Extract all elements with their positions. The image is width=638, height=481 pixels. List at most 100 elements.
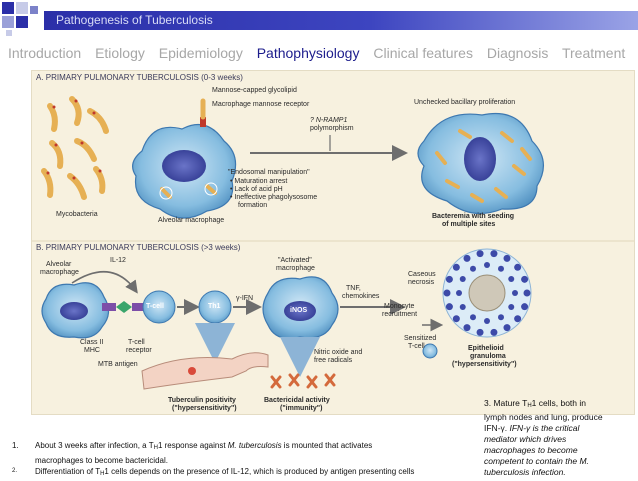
granuloma-cell	[470, 314, 476, 321]
tab-introduction[interactable]: Introduction	[8, 45, 82, 61]
granuloma-cell	[476, 328, 484, 336]
side-note-line1-post: 1 cells, both in	[531, 398, 586, 408]
title-bar: Pathogenesis of Tuberculosis	[44, 11, 638, 30]
granuloma-cell	[514, 315, 522, 323]
note-1-sub: H	[153, 445, 158, 451]
granuloma-cell	[508, 276, 515, 282]
side-note-line7: tuberculosis infection.	[484, 467, 566, 477]
chemokines-label: chemokines	[342, 293, 380, 300]
epithelioid-granuloma	[442, 248, 532, 338]
section-a-title: A. PRIMARY PULMONARY TUBERCULOSIS (0-3 w…	[36, 73, 243, 82]
nramp1-label: ? N-RAMP1	[310, 117, 348, 124]
note-2-sub: H	[100, 471, 105, 477]
bullet-3: • Ineffective phagolysosome	[230, 194, 318, 201]
inos-label: iNOS	[290, 307, 308, 314]
section-nav: Introduction Etiology Epidemiology Patho…	[8, 45, 635, 61]
note-2: 2.Differentiation of TH1 cells depends o…	[12, 466, 482, 481]
note-1-cont-text: macrophages to become bactericidal.	[35, 455, 168, 465]
note-1-text: About 3 weeks after infection, a T	[35, 441, 154, 450]
tab-etiology[interactable]: Etiology	[95, 45, 145, 61]
corner-decoration	[0, 0, 44, 36]
granuloma-cell	[445, 275, 453, 283]
granuloma-cells	[443, 250, 531, 336]
sensitized-label: Sensitized	[404, 335, 437, 342]
granuloma-cell	[503, 324, 511, 332]
caseous-label: Caseous	[408, 271, 436, 278]
receptor-b-label: receptor	[126, 347, 152, 354]
necrosis-label: necrosis	[408, 279, 435, 286]
monocyte-label: Monocyte	[384, 303, 415, 310]
granuloma-cell	[445, 303, 453, 311]
granuloma-cell	[463, 324, 471, 332]
footnotes: 1.About 3 weeks after infection, a TH1 r…	[12, 440, 482, 481]
granuloma-cell	[512, 290, 518, 296]
section-b-title: B. PRIMARY PULMONARY TUBERCULOSIS (>3 we…	[36, 243, 241, 252]
note-1: 1.About 3 weeks after infection, a TH1 r…	[12, 440, 482, 455]
granuloma-cell	[443, 289, 451, 297]
epithelioid-label: Epithelioid	[468, 345, 504, 352]
granuloma-cell	[459, 304, 466, 310]
hypersensitivity-label: ("hypersensitivity")	[452, 361, 517, 368]
tuberculin-label: Tuberculin positivity	[168, 397, 236, 404]
il12-label: IL-12	[110, 257, 126, 264]
mycobacteria-group	[41, 96, 109, 200]
bullet-1: • Maturation arrest	[230, 178, 288, 185]
immunity-label: ("immunity")	[280, 405, 323, 412]
radicals-label: free radicals	[314, 357, 353, 364]
granuloma-cell	[508, 304, 515, 310]
tab-pathophysiology[interactable]: Pathophysiology	[256, 45, 360, 61]
recruitment-label: recruitment	[382, 311, 418, 318]
pathogenesis-figure: A. PRIMARY PULMONARY TUBERCULOSIS (0-3 w…	[31, 70, 635, 415]
t-cell	[142, 290, 176, 324]
granuloma-cell	[521, 303, 529, 311]
macrophage-b-label: macrophage	[40, 269, 79, 276]
granuloma-cell	[476, 250, 484, 258]
mycobacteria-label: Mycobacteria	[56, 211, 98, 218]
th1-label: Th1	[208, 303, 221, 310]
granuloma-cell	[470, 265, 476, 272]
granuloma-cell	[463, 254, 471, 262]
side-note-line5: macrophages to become	[484, 445, 578, 455]
side-note-line4: mediator which drives	[484, 434, 567, 444]
bacteremia-label-2: of multiple sites	[442, 221, 496, 228]
granuloma-cell	[521, 275, 529, 283]
tnf-label: TNF,	[346, 285, 361, 292]
alveolar-macrophage-a	[132, 98, 237, 219]
sensitized-tcell-label: T-cell	[408, 343, 425, 350]
side-note-line2: lymph nodes and lung, produce	[484, 412, 603, 422]
infected-macrophage	[417, 112, 544, 215]
granuloma-cell	[514, 263, 522, 271]
granuloma-cell	[498, 314, 504, 321]
note-1-number: 1.	[12, 441, 19, 450]
note-1-post: is mounted that activates	[281, 441, 373, 450]
side-note-sub: H	[527, 403, 532, 409]
granuloma-cell	[459, 276, 466, 282]
granuloma-cell	[456, 290, 462, 296]
note-1-italic: M. tuberculosis	[227, 441, 282, 450]
ifn-label: γ-IFN	[236, 295, 254, 302]
side-note-line3-italic: IFN-γ is the critical	[509, 423, 580, 433]
granuloma-cell	[484, 262, 490, 268]
slide-title: Pathogenesis of Tuberculosis	[56, 13, 213, 27]
class2-label: Class II	[80, 339, 104, 346]
side-note: 3. Mature TH1 cells, both in lymph nodes…	[484, 398, 634, 478]
nitric-label: Nitric oxide and	[314, 349, 363, 356]
bullet-2: • Lack of acid pH	[230, 186, 283, 193]
note-1-continued: macrophages to become bactericidal.	[12, 455, 482, 467]
granuloma-cell	[490, 328, 498, 336]
alveolar-macrophage-b	[41, 282, 110, 339]
tab-clinical-features[interactable]: Clinical features	[373, 45, 473, 61]
polymorphism-label: polymorphism	[310, 125, 354, 132]
unchecked-label: Unchecked bacillary proliferation	[414, 99, 516, 106]
activated-label: "Activated"	[278, 257, 312, 264]
granuloma-cell	[490, 250, 498, 258]
bacteremia-label: Bacteremia with seeding	[432, 213, 515, 220]
activated-macrophage	[262, 276, 339, 340]
mhc-label: MHC	[84, 347, 100, 354]
granuloma-label: granuloma	[470, 353, 506, 360]
tab-treatment[interactable]: Treatment	[561, 45, 626, 61]
note-2-number: 2.	[12, 468, 18, 474]
figure-illustration	[32, 96, 634, 390]
tab-epidemiology[interactable]: Epidemiology	[158, 45, 243, 61]
tab-diagnosis[interactable]: Diagnosis	[486, 45, 549, 61]
